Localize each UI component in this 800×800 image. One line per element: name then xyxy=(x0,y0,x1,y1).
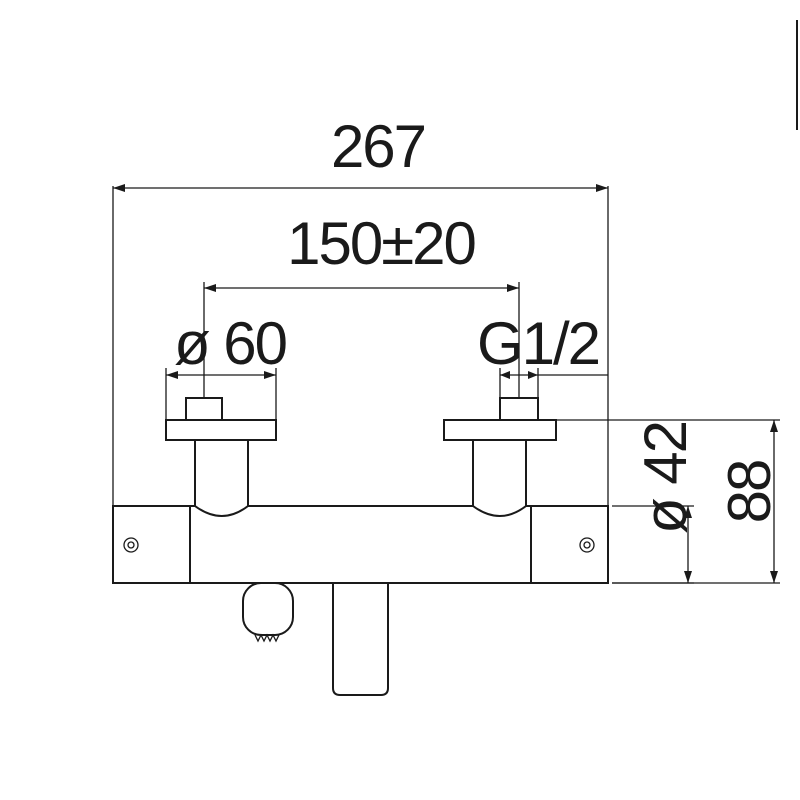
left-inlet-pipe xyxy=(194,440,249,517)
height-label: 88 xyxy=(716,461,783,524)
flange-diameter-dimension: ø 60 xyxy=(165,310,289,420)
spout xyxy=(332,583,389,696)
body-diameter-dimension: ø 42 xyxy=(612,422,699,584)
inlet-spacing-dimension: 150±20 xyxy=(203,210,520,420)
inlet-spacing-label: 150±20 xyxy=(287,210,475,277)
overall-width-label: 267 xyxy=(331,113,425,180)
mixer-body xyxy=(112,397,609,696)
right-inlet-pipe xyxy=(472,440,527,517)
right-thread-stub xyxy=(499,397,539,421)
height-dimension: 88 xyxy=(556,419,783,584)
left-thread-stub xyxy=(185,397,223,421)
control-knob xyxy=(242,582,294,636)
overall-width-dimension: 267 xyxy=(112,113,609,505)
thread-label: G1/2 xyxy=(477,310,599,377)
flange-diameter-label: ø 60 xyxy=(174,310,287,377)
thread-dimension: G1/2 xyxy=(477,310,608,398)
left-flange xyxy=(165,419,277,441)
main-body xyxy=(112,505,609,584)
right-flange xyxy=(443,419,557,441)
body-diameter-label: ø 42 xyxy=(632,422,699,534)
right-screw-icon xyxy=(579,537,595,553)
left-screw-icon xyxy=(123,537,139,553)
